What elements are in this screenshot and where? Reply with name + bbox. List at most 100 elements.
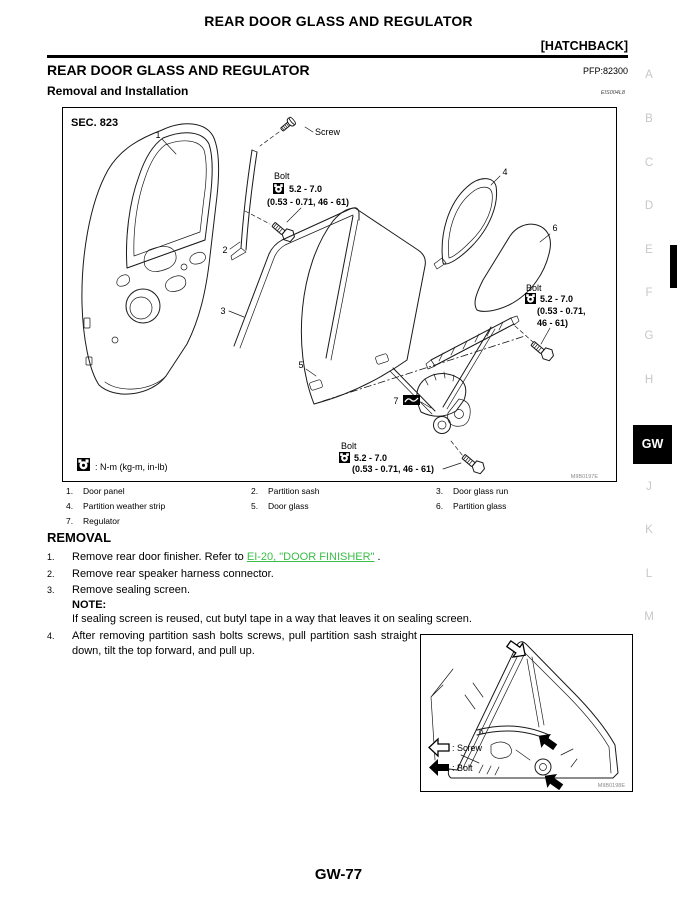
bolt-callout-3: Bolt: [341, 441, 357, 451]
door-glass-art: [300, 207, 426, 405]
bolt-arrow-1: [533, 728, 561, 755]
part-label-5: 5: [298, 360, 303, 370]
page-number: GW-77: [314, 866, 363, 883]
door-glass-run-art: [233, 207, 360, 361]
removal-step-2: 2.Remove rear speaker harness connector.: [47, 567, 274, 582]
exploded-diagram: SEC. 823 1 Screw 2 Bolt 5.2 - 7.0 (0.53 …: [71, 115, 599, 480]
door-panel-art: [81, 123, 220, 395]
removal-step-1: 1.Remove rear door finisher. Refer to EI…: [47, 550, 381, 565]
legend-label: Door glass: [268, 501, 309, 511]
bolt-callout-1: Bolt: [274, 171, 290, 181]
torque-sub-1: (0.53 - 0.71, 46 - 61): [267, 197, 349, 207]
sec-label: SEC. 823: [71, 117, 118, 129]
torque-sub-3: (0.53 - 0.71, 46 - 61): [352, 464, 434, 474]
torque-icon-2: [525, 293, 536, 304]
margin-letter-l: L: [645, 568, 653, 580]
variant-label: [HATCHBACK]: [540, 39, 628, 53]
torque-value-3: 5.2 - 7.0: [354, 453, 387, 463]
torque-sub-2b: 46 - 61): [537, 318, 568, 328]
removal-heading: REMOVAL: [47, 530, 112, 545]
legend-label: Door glass run: [453, 486, 509, 496]
step-text: Remove rear speaker harness connector.: [72, 568, 274, 580]
running-title: REAR DOOR GLASS AND REGULATOR: [204, 13, 473, 29]
margin-letter-f: F: [645, 287, 653, 299]
bolt-arrow-2: [539, 768, 567, 795]
bolt-legend-arrow: [429, 759, 449, 776]
margin-letter-h: H: [644, 374, 654, 386]
margin-letter-c: C: [644, 157, 654, 169]
partition-sash-figure: : Screw : Bolt MIIB0198E: [420, 634, 633, 795]
legend-label: Regulator: [83, 516, 120, 526]
bolt-glyph-3: [459, 450, 488, 477]
note-label: NOTE:: [72, 599, 107, 611]
margin-letter-d: D: [644, 200, 654, 212]
screw-legend-arrow: [428, 738, 450, 757]
part-label-6: 6: [552, 223, 557, 233]
step-text: Remove rear door finisher. Refer to: [72, 551, 247, 563]
torque-icon-3: [339, 452, 350, 463]
legend-item-6: 6.Partition glass: [436, 501, 506, 511]
margin-letter-k: K: [645, 524, 653, 536]
margin-letter-j: J: [646, 481, 652, 493]
bolt-callout-2: Bolt: [526, 283, 542, 293]
screw-glyph: [278, 115, 297, 134]
legend-num: 7.: [66, 516, 74, 526]
margin-letter-m: M: [644, 611, 654, 623]
legend-num: 5.: [251, 501, 259, 511]
legend-num: 6.: [436, 501, 444, 511]
margin-letter-g: G: [644, 330, 654, 342]
torque-sub-2a: (0.53 - 0.71,: [537, 306, 586, 316]
part-label-2: 2: [222, 245, 227, 255]
legend-item-2: 2. Partition sash: [251, 486, 320, 496]
legend-item-3: 3. Door glass run: [436, 486, 508, 496]
torque-unit-icon: [77, 458, 90, 471]
screw-legend-label: : Screw: [452, 743, 483, 753]
torque-unit-note: : N-m (kg-m, in-lb): [95, 462, 168, 472]
current-section-badge: GW: [633, 425, 672, 464]
bolt-glyph-1: [269, 218, 298, 245]
margin-letter-a: A: [645, 69, 653, 81]
legend-item-4: 4.Partition weather strip: [66, 501, 165, 511]
figure1-watermark: MIIB0197E: [571, 474, 599, 480]
legend-num: 2.: [251, 486, 259, 496]
section-edge-tab: [670, 245, 677, 288]
legend-item-7: 7. Regulator: [66, 516, 120, 526]
torque-icon-1: [273, 183, 284, 194]
regulator-art: [389, 315, 520, 434]
grease-icon: [403, 395, 420, 405]
legend-item-5: 5. Door glass: [251, 501, 309, 511]
part-label-7: 7: [393, 396, 398, 406]
legend-label: Partition weather strip: [83, 501, 166, 511]
partition-sash-art: [230, 149, 258, 261]
step-text: Remove sealing screen.: [72, 584, 191, 596]
margin-letter-e: E: [645, 244, 653, 256]
torque-value-2: 5.2 - 7.0: [540, 294, 573, 304]
figure2-watermark: MIIB0198E: [598, 783, 626, 789]
pfp-code: PFP:82300: [582, 66, 628, 76]
doc-code: EIS004L8: [600, 90, 625, 96]
partition-glass-art: [474, 223, 551, 312]
bolt-legend-label: : Bolt: [452, 763, 473, 773]
margin-letter-b: B: [645, 113, 653, 125]
legend-num: 1.: [66, 486, 74, 496]
header-rule: [47, 55, 628, 58]
part-label-4: 4: [502, 167, 507, 177]
torque-value-1: 5.2 - 7.0: [289, 184, 322, 194]
legend-num: 3.: [436, 486, 444, 496]
part-label-3: 3: [220, 306, 225, 316]
step-number: 4.: [47, 631, 55, 641]
partition-weather-strip-art: [433, 178, 498, 270]
legend-label: Door panel: [83, 486, 125, 496]
removal-step-4: 4. After removing partition sash bolts sc…: [47, 629, 417, 659]
step-text-suffix: .: [374, 551, 381, 563]
page-title: REAR DOOR GLASS AND REGULATOR: [47, 62, 310, 78]
legend-item-1: 1. Door panel: [66, 486, 125, 496]
step-number: 3.: [47, 585, 55, 595]
door-finisher-link[interactable]: EI-20, "DOOR FINISHER": [246, 551, 375, 563]
door-inner-art: [430, 641, 619, 779]
subsection-title: Removal and Installation: [47, 84, 189, 98]
step-text: After removing partition sash bolts scre…: [72, 630, 417, 657]
legend-label: Partition sash: [268, 486, 320, 496]
screw-callout: Screw: [315, 127, 341, 137]
